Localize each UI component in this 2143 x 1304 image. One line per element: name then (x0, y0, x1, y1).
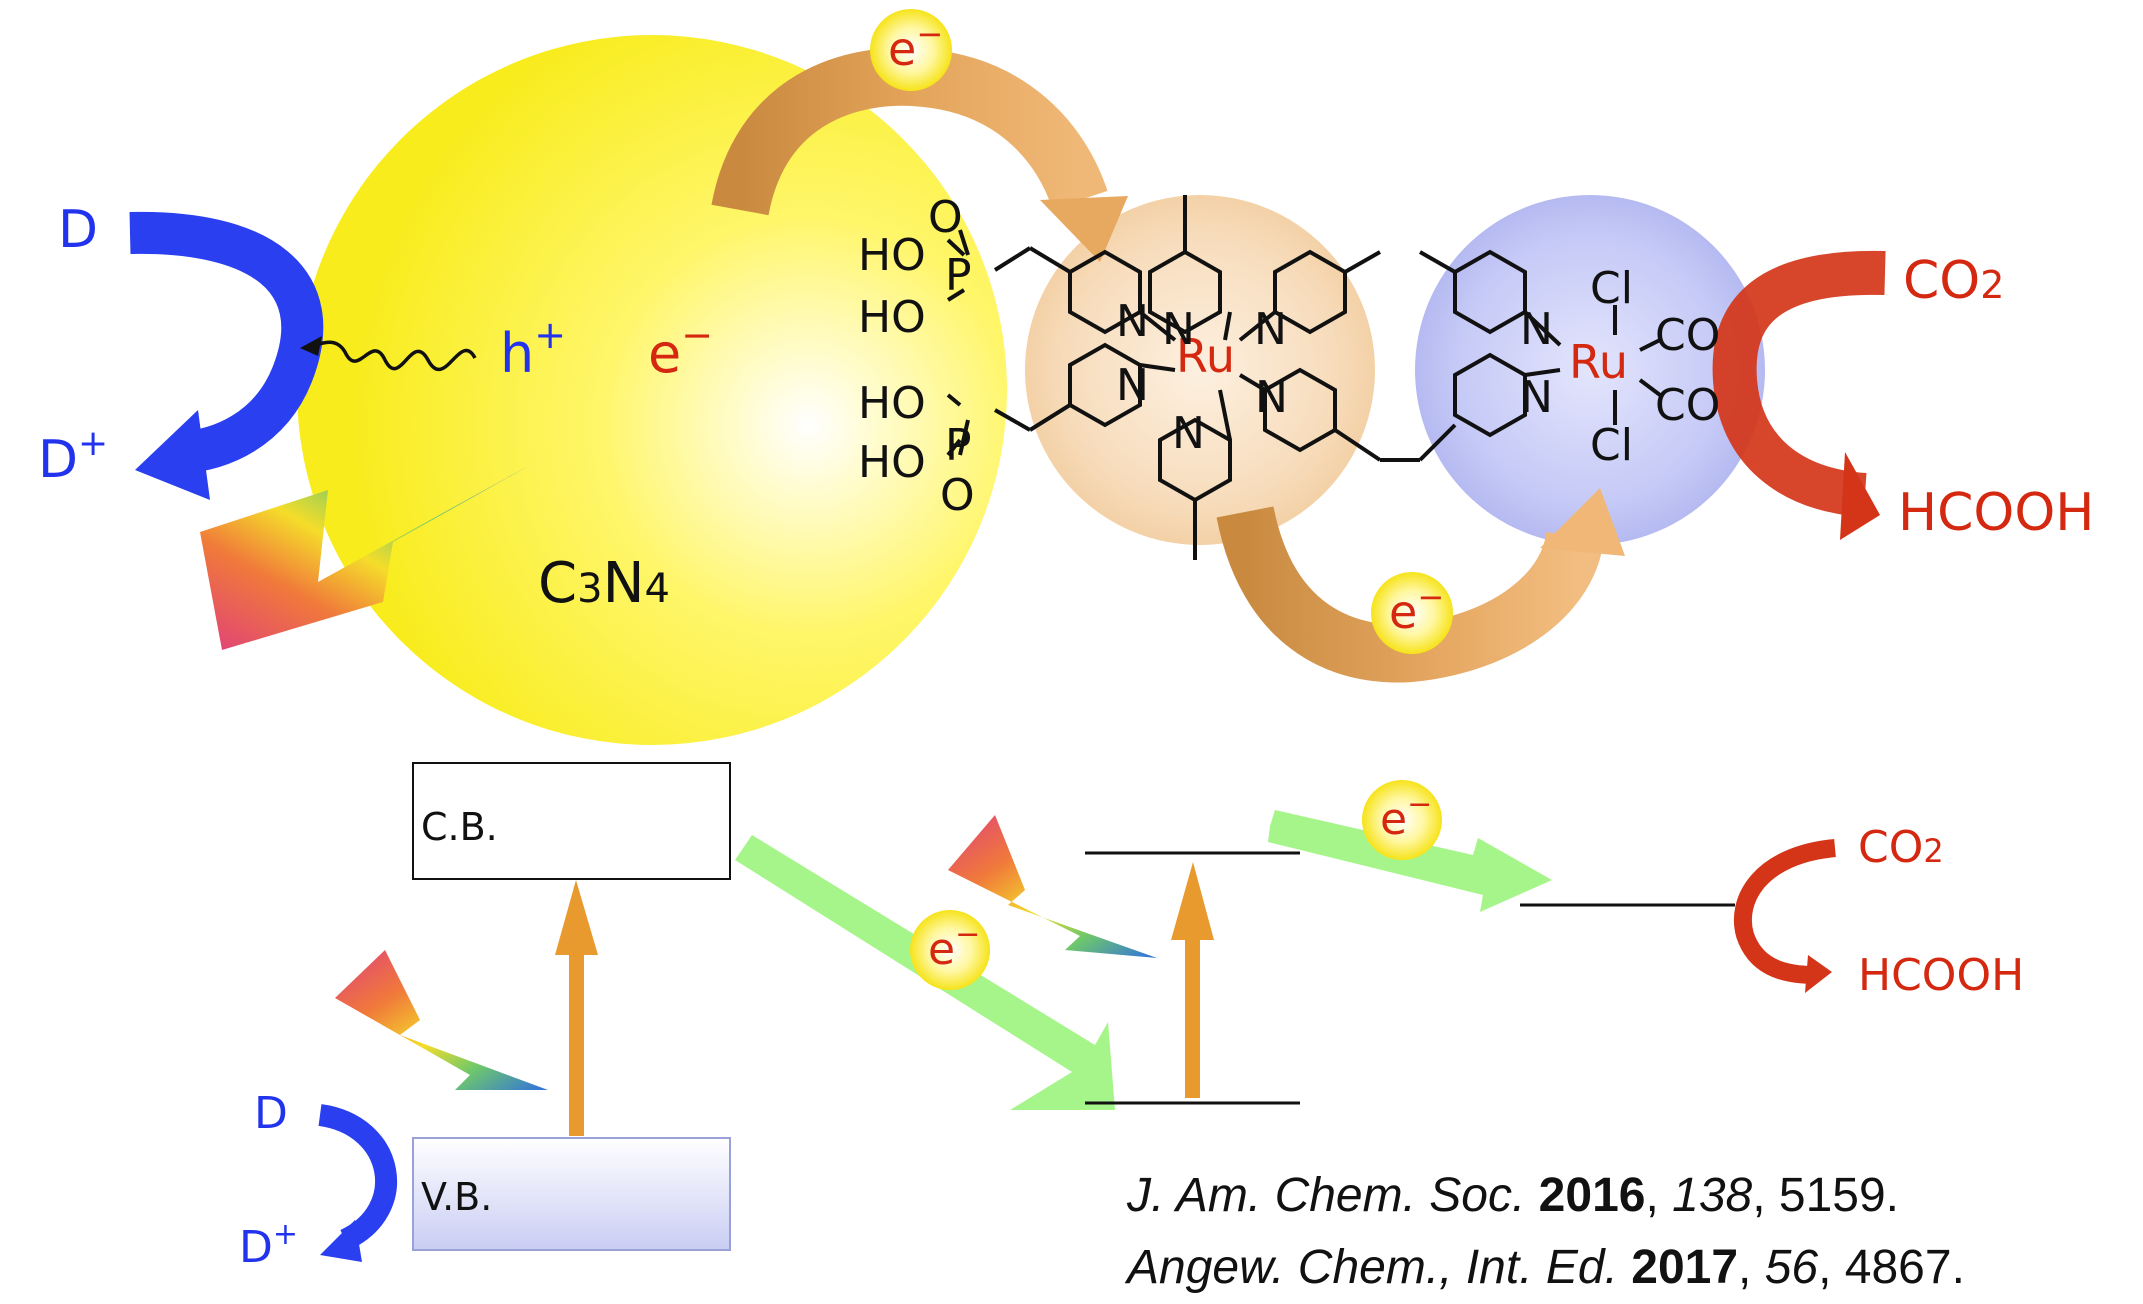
svg-text:CO: CO (1655, 380, 1720, 431)
ru-complex-labels: Ru Ru N N N N N N N N HO HO HO HO P P O … (858, 192, 1720, 521)
svg-text:N: N (1254, 304, 1287, 355)
co2-label-bottom: CO2 (1858, 822, 1944, 873)
ru-photosensitizer-sphere (1025, 195, 1375, 545)
hole-wavy-arrow (300, 336, 477, 371)
svg-text:HO: HO (858, 230, 926, 281)
svg-text:HO: HO (858, 437, 926, 488)
co2-reduction-arrow-bottom (1733, 839, 1837, 993)
svg-text:P: P (945, 250, 972, 301)
ru-complex-structure (946, 195, 1662, 560)
electron-transfer-arrow-ru (1268, 810, 1552, 912)
svg-text:N: N (1520, 372, 1553, 423)
light-bolt-icon (200, 465, 530, 650)
svg-text:Ru: Ru (1569, 335, 1628, 389)
svg-text:O: O (928, 192, 963, 243)
donor-oxidation-arrow-bottom (318, 1104, 398, 1262)
references: J. Am. Chem. Soc. 2016, 138, 5159. Angew… (1127, 1160, 2127, 1304)
co2-reduction-arrow (1712, 250, 1886, 540)
hcooh-label-bottom: HCOOH (1858, 950, 2024, 1001)
c3n4-label: C3N4 (538, 551, 670, 616)
conduction-band-box (412, 762, 731, 880)
svg-text:e−: e− (1380, 787, 1432, 845)
svg-text:N: N (1520, 304, 1553, 355)
donor-oxidized-label-bottom: D+ (239, 1217, 298, 1273)
svg-text:HO: HO (858, 292, 926, 343)
donor-oxidized-label: D+ (38, 423, 108, 490)
reference-1: J. Am. Chem. Soc. 2016, 138, 5159. (1127, 1169, 1900, 1222)
svg-text:CO: CO (1655, 310, 1720, 361)
electron-ball-bottom-right: e− (1362, 780, 1442, 860)
electron-ball-middle: e− (1371, 572, 1453, 654)
electron-ball-bottom-left: e− (910, 910, 990, 990)
electron-label: e− (648, 313, 713, 385)
svg-text:e−: e− (1389, 578, 1444, 639)
svg-text:N: N (1162, 304, 1195, 355)
excitation-arrow-c3n4 (555, 880, 598, 1136)
electron-ball-top: e− (870, 9, 952, 91)
hcooh-label: HCOOH (1898, 483, 2094, 543)
svg-text:N: N (1255, 372, 1288, 423)
svg-text:N: N (1116, 360, 1149, 411)
svg-text:N: N (1172, 408, 1205, 459)
svg-text:e−: e− (888, 15, 943, 76)
svg-text:Cl: Cl (1590, 263, 1633, 314)
svg-text:P: P (945, 420, 972, 471)
excitation-arrow-ru (1171, 862, 1214, 1098)
valence-band-box (412, 1137, 731, 1251)
light-bolt-icon-bottom-left (335, 950, 548, 1090)
reference-2: Angew. Chem., Int. Ed. 2017, 56, 4867. (1127, 1241, 1965, 1294)
svg-text:HO: HO (858, 378, 926, 429)
donor-label-bottom: D (254, 1088, 288, 1139)
svg-text:Ru: Ru (1176, 329, 1235, 383)
svg-text:N: N (1116, 296, 1149, 347)
co2-label: CO2 (1903, 251, 2004, 311)
donor-label: D (58, 200, 98, 260)
svg-text:O: O (940, 470, 975, 521)
conduction-band-label: C.B. (421, 805, 498, 849)
svg-text:e−: e− (928, 917, 980, 975)
ru-catalyst-sphere (1415, 195, 1765, 545)
hole-label: h+ (500, 313, 566, 385)
svg-text:Cl: Cl (1590, 420, 1633, 471)
donor-oxidation-arrow (129, 211, 324, 500)
c3n4-sphere (297, 35, 1007, 745)
light-bolt-icon-bottom-middle (948, 815, 1157, 958)
valence-band-label: V.B. (421, 1175, 492, 1219)
